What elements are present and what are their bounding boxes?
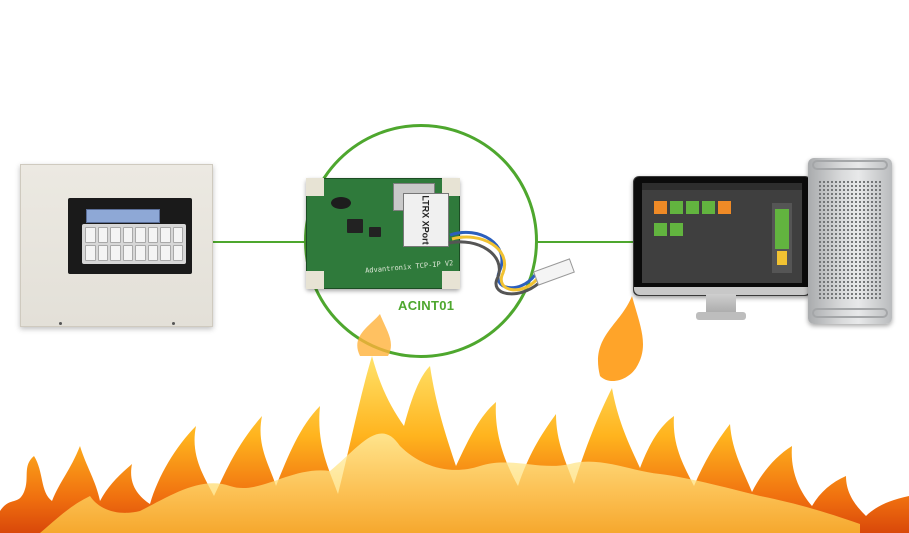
app-topbar	[642, 183, 802, 190]
key	[160, 245, 171, 261]
monitor-stand	[706, 294, 736, 314]
module-highlight-circle	[304, 124, 538, 358]
status-tile	[686, 201, 699, 214]
xport-text: LTRX XPort	[421, 195, 431, 245]
panel-keypad	[82, 224, 186, 264]
monitor-screen	[642, 183, 802, 283]
key	[122, 227, 133, 243]
mount-hole	[442, 271, 460, 289]
key	[85, 245, 96, 261]
monitor-stand-base	[696, 312, 746, 320]
module-label: ACINT01	[398, 298, 455, 313]
key	[110, 245, 121, 261]
mount-hole	[306, 178, 324, 196]
chip-icon	[347, 219, 363, 233]
monitor-chin	[634, 287, 810, 295]
connector-module-to-computer	[537, 241, 637, 243]
cable-icon	[448, 230, 575, 296]
key	[135, 245, 146, 261]
screw-icon	[172, 322, 175, 325]
key	[122, 245, 133, 261]
mount-hole	[306, 271, 324, 289]
status-tile	[654, 223, 667, 236]
monitor	[633, 176, 811, 296]
status-tile	[702, 201, 715, 214]
tower-grille	[818, 180, 882, 300]
key	[110, 227, 121, 243]
key	[147, 245, 158, 261]
key	[135, 227, 146, 243]
key	[172, 227, 183, 243]
key	[97, 245, 108, 261]
status-tile	[654, 201, 667, 214]
screw-icon	[59, 322, 62, 325]
status-indicator	[777, 251, 787, 265]
status-tile	[670, 223, 683, 236]
capacitor-icon	[331, 197, 351, 209]
connector-panel-to-module	[210, 241, 310, 243]
panel-lcd-display	[86, 209, 160, 223]
tower-handle	[812, 160, 888, 170]
chip-icon	[369, 227, 381, 237]
tower-handle	[812, 308, 888, 318]
status-indicator	[775, 209, 789, 249]
computer-tower	[808, 158, 892, 324]
flames-icon	[0, 296, 909, 533]
key	[97, 227, 108, 243]
status-tile	[718, 201, 731, 214]
status-tile	[670, 201, 683, 214]
key	[147, 227, 158, 243]
app-side-panel	[772, 203, 792, 273]
mount-hole	[442, 178, 460, 196]
interface-module-board: LTRX XPort Advantronix TCP-IP V2	[306, 178, 460, 289]
key	[160, 227, 171, 243]
key	[172, 245, 183, 261]
key	[85, 227, 96, 243]
xport-module: LTRX XPort	[403, 193, 449, 247]
